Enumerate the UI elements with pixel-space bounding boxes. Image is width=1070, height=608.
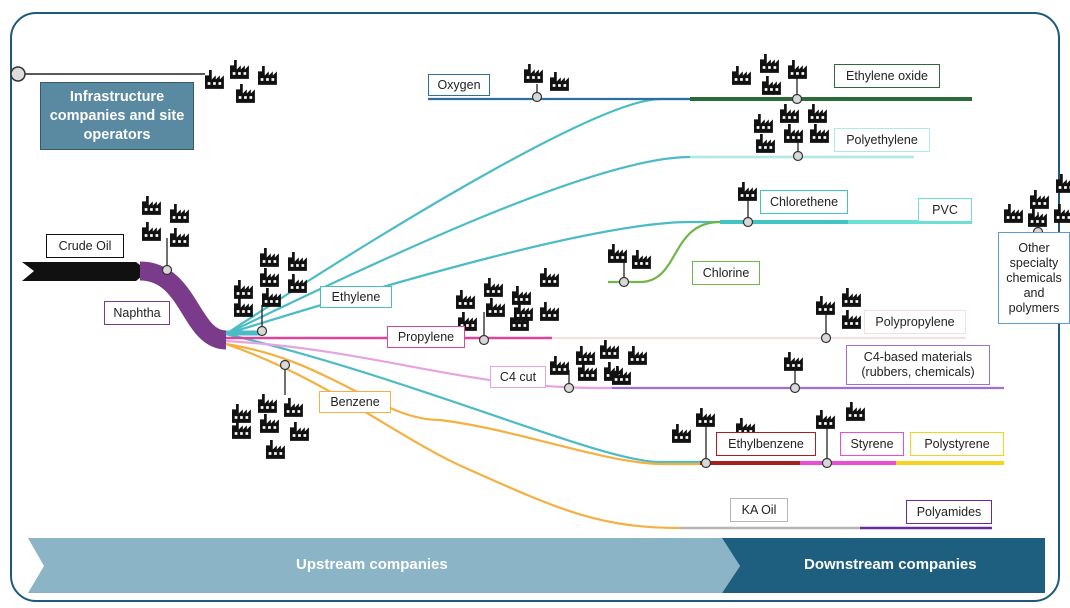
factory-icon [284,398,303,417]
crude-oil-label: Crude Oil [46,234,124,258]
factory-icon [266,440,285,459]
naphtha-label: Naphtha [104,301,170,325]
factory-icon [1004,204,1023,223]
factory-icon [170,228,189,247]
factory-icon [456,290,475,309]
factory-icon [762,76,781,95]
benzene-lines [225,342,700,530]
factory-icon [842,310,861,329]
chlorine-line [608,220,721,284]
factory-icon [816,296,835,315]
infrastructure-node [10,66,26,82]
factory-icon [512,286,531,305]
downstream-bar [722,538,1045,593]
polypropylene-label: Polypropylene [864,310,966,334]
factory-icon [732,66,751,85]
factory-icon [484,278,503,297]
factory-icon [230,60,249,79]
factory-icon [142,222,161,241]
factory-icon [486,298,505,317]
factory-icon [760,54,779,73]
factory-icon [236,84,255,103]
ethylene-label: Ethylene [320,286,392,308]
factory-icon [142,196,161,215]
pvc-label: PVC [918,198,972,222]
factory-icon [842,288,861,307]
factory-icon [754,114,773,133]
upstream-label: Upstream companies [296,556,448,573]
factory-icon [846,402,865,421]
factory-icon [288,252,307,271]
factory-icon [550,72,569,91]
factory-icon [576,346,595,365]
factory-icon [524,64,543,83]
factory-icon [600,340,619,359]
factory-icon [1028,208,1047,227]
factory-icon [234,298,253,317]
factory-icon [258,66,277,85]
factory-icon [540,268,559,287]
factory-icon [290,422,309,441]
downstream-label: Downstream companies [804,556,977,573]
c4-line [225,339,612,390]
polyethylene-label: Polyethylene [834,128,930,152]
factory-icon [550,356,569,375]
c4-materials-label: C4-based materials (rubbers, chemicals) [846,345,990,385]
factory-icon [612,366,631,385]
ethylene-oxide-label: Ethylene oxide [834,64,940,88]
polyamides-label: Polyamides [906,500,992,524]
factory-icon [170,204,189,223]
factory-icon [234,280,253,299]
factory-icon [258,394,277,413]
factory-icon [756,134,775,153]
factory-icon [780,104,799,123]
factory-icon [738,182,757,201]
ka-oil-label: KA Oil [730,498,788,522]
factory-icon [608,244,627,263]
factory-icon [632,250,651,269]
propylene-label: Propylene [387,326,465,348]
factory-icon [260,248,279,267]
chlorine-label: Chlorine [692,261,760,285]
factory-icon [810,124,829,143]
upstream-bar [28,538,740,593]
other-specialty-box: Other specialty chemicals and polymers [998,232,1070,324]
factory-icon [816,410,835,429]
factory-icon [696,408,715,427]
factory-icon [288,274,307,293]
chlorethene-label: Chlorethene [760,190,848,214]
factory-icon [784,352,803,371]
factory-icon [1054,204,1070,223]
factory-icon [205,70,224,89]
factory-icon [540,302,559,321]
infrastructure-box: Infrastructure companies and site operat… [40,82,194,150]
polystyrene-label: Polystyrene [910,432,1004,456]
factory-icon [232,404,251,423]
factory-icon [628,346,647,365]
factory-icon [1030,190,1049,209]
factory-icon [260,268,279,287]
factory-icon [672,424,691,443]
oxygen-label: Oxygen [428,74,490,96]
ethylbenzene-label: Ethylbenzene [716,432,816,456]
factory-icon [808,104,827,123]
benzene-label: Benzene [319,391,391,413]
naphtha-band [139,261,228,350]
c4-cut-label: C4 cut [490,366,546,388]
styrene-label: Styrene [840,432,904,456]
factory-icon [262,288,281,307]
factory-icon [1056,174,1070,193]
crude-oil-arrow [22,262,148,281]
factory-icon [788,60,807,79]
factory-icon [784,124,803,143]
factory-icon [260,414,279,433]
